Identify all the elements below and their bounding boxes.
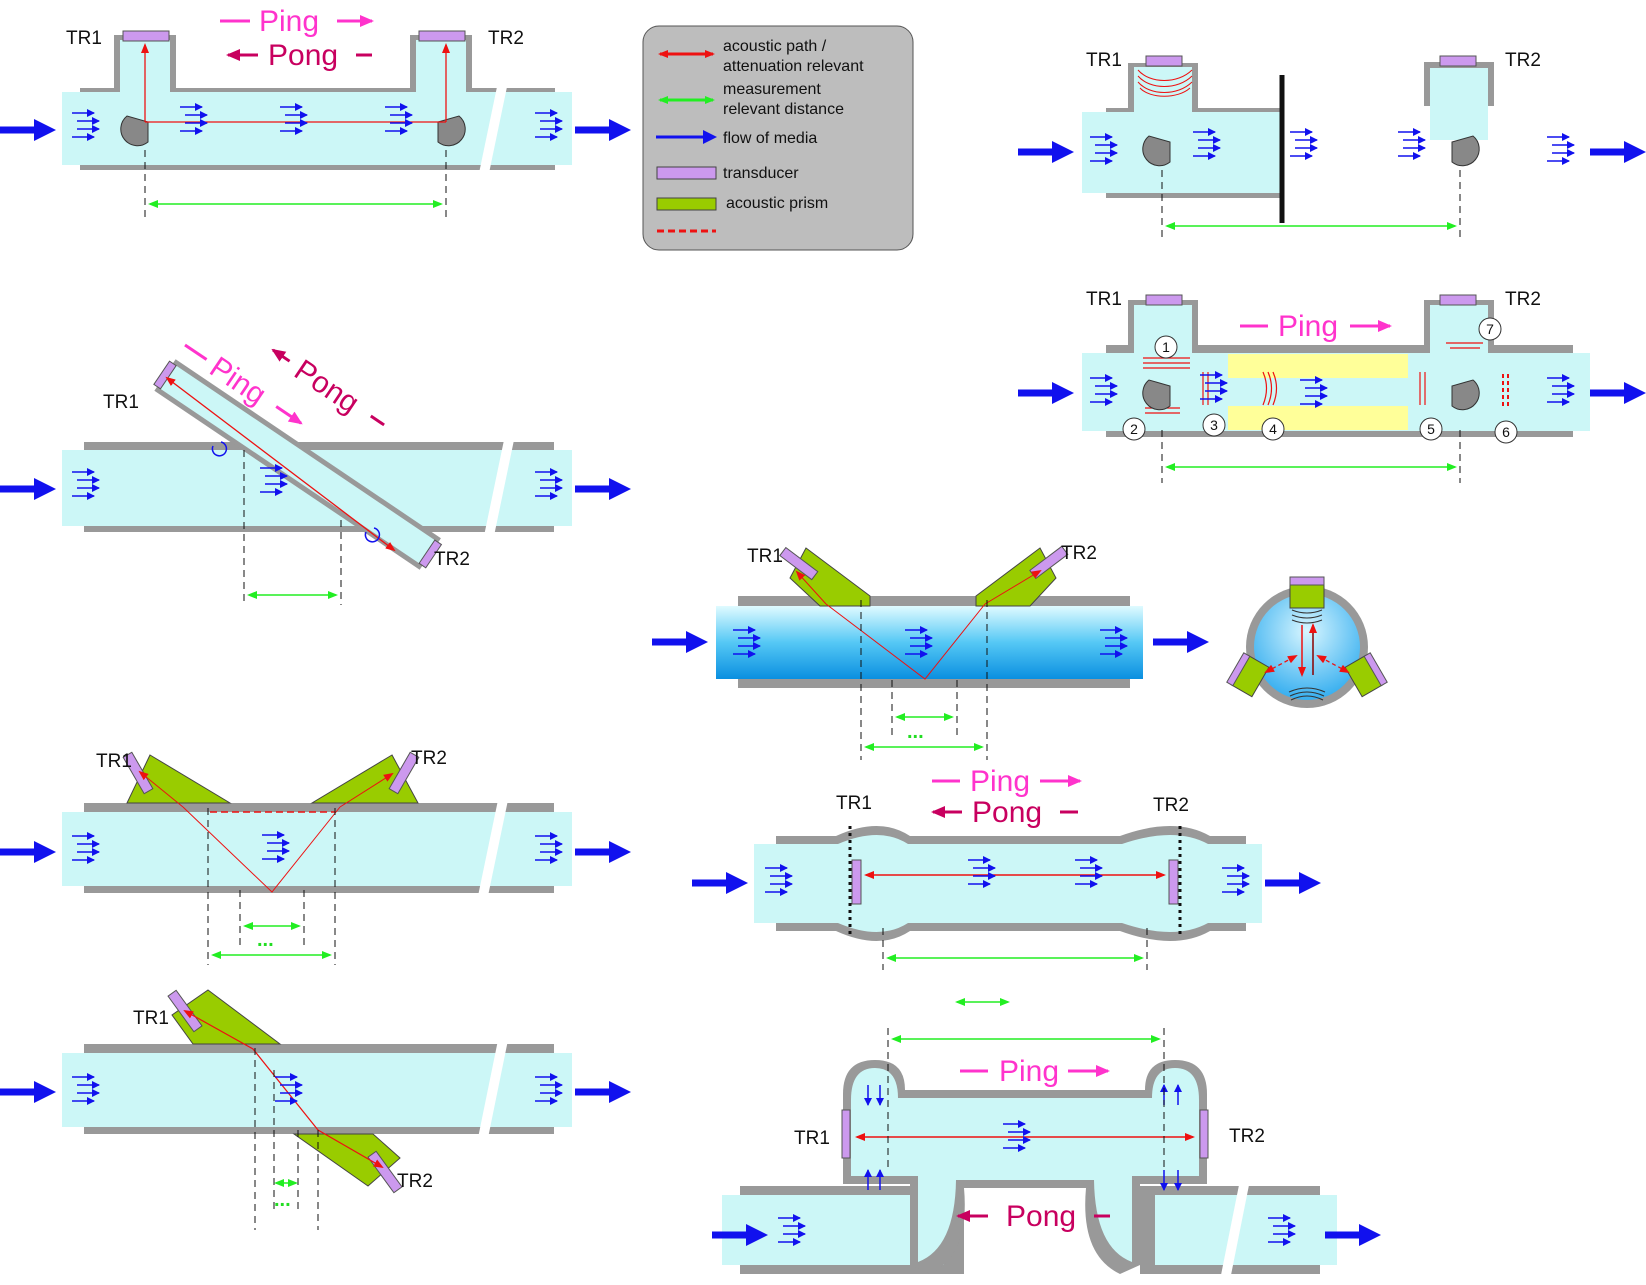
legend-distance-line1: measurement <box>723 81 821 98</box>
panel-j: TR1 TR2 Ping Pong <box>712 998 1381 1280</box>
tr2-label: TR2 <box>488 28 524 49</box>
pong-label: Pong <box>268 39 338 72</box>
panel-g: ... TR1 TR2 <box>0 748 631 965</box>
panel-e: ... TR1 TR2 <box>652 543 1209 760</box>
ellipsis-label: ... <box>907 721 924 743</box>
legend: acoustic path / attenuation relevant mea… <box>642 25 914 251</box>
ping-label: Ping <box>1278 310 1338 343</box>
legend-transducer: transducer <box>723 165 799 182</box>
panel-a: TR1 TR2 Ping Pong <box>0 5 631 222</box>
tr1-label: TR1 <box>96 751 132 772</box>
tr1-label: TR1 <box>103 392 139 413</box>
tr2-label: TR2 <box>397 1171 433 1192</box>
transducer-icon <box>418 30 466 42</box>
tr1-label: TR1 <box>133 1008 169 1029</box>
panel-d: TR1 TR2 Ping Pong <box>0 343 631 605</box>
tr1-label: TR1 <box>1086 50 1122 71</box>
ellipsis-label: ... <box>257 929 274 951</box>
tr2-label: TR2 <box>1229 1126 1265 1147</box>
marker-6: 6 <box>1502 424 1510 440</box>
tr1-label: TR1 <box>836 793 872 814</box>
pong-label: Pong <box>1006 1200 1076 1233</box>
tr1-label: TR1 <box>747 546 783 567</box>
tr2-label: TR2 <box>1061 543 1097 564</box>
marker-2: 2 <box>1130 421 1138 437</box>
panel-c: 1 2 3 4 5 6 7 TR1 TR2 Ping <box>1018 289 1646 483</box>
tr2-label: TR2 <box>411 748 447 769</box>
panel-b: TR1 TR2 <box>1018 50 1646 237</box>
tr2-label: TR2 <box>1505 289 1541 310</box>
tr1-label: TR1 <box>66 28 102 49</box>
ping-label: Ping <box>970 765 1030 798</box>
legend-acoustic-line2: attenuation relevant <box>723 58 864 75</box>
ping-label: Ping <box>999 1055 1059 1088</box>
marker-5: 5 <box>1427 421 1435 437</box>
panel-i: ... TR1 TR2 <box>0 989 631 1230</box>
legend-distance-line2: relevant distance <box>723 101 844 118</box>
marker-7: 7 <box>1486 321 1494 337</box>
ping-label: Ping <box>259 5 319 38</box>
tr2-label: TR2 <box>1153 795 1189 816</box>
transducer-icon <box>122 30 170 42</box>
panel-h: TR1 TR2 Ping Pong <box>692 765 1321 970</box>
ellipsis-label: ... <box>274 1189 291 1211</box>
legend-flow: flow of media <box>723 130 817 147</box>
tr1-label: TR1 <box>794 1128 830 1149</box>
marker-1: 1 <box>1162 339 1170 355</box>
legend-prism: acoustic prism <box>726 195 828 212</box>
marker-4: 4 <box>1269 421 1277 437</box>
tr2-label: TR2 <box>1505 50 1541 71</box>
pong-label: Pong <box>972 796 1042 829</box>
marker-3: 3 <box>1210 417 1218 433</box>
legend-acoustic-line1: acoustic path / <box>723 38 827 55</box>
tr2-label: TR2 <box>434 549 470 570</box>
panel-f <box>1226 576 1388 708</box>
tr1-label: TR1 <box>1086 289 1122 310</box>
pong-label: Pong <box>288 354 365 421</box>
